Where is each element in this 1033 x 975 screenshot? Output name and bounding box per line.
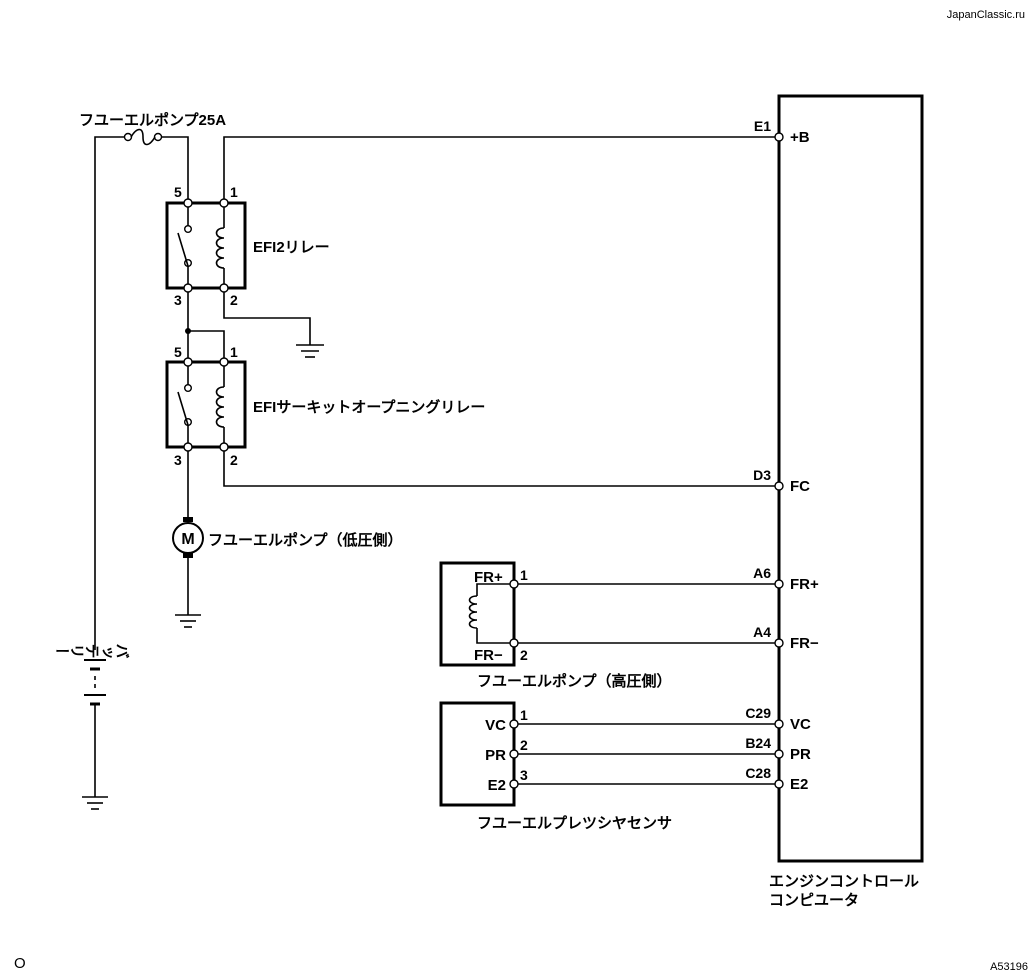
battery-symbol (84, 659, 106, 706)
battery-label: バッテリー (55, 642, 130, 659)
ecu-pin-e1: E1 (754, 118, 771, 134)
ecu-signal-pr: PR (790, 746, 811, 763)
hp-pump-pin-2: 2 (520, 647, 528, 663)
ecu-pin-c28: C28 (745, 765, 771, 781)
efi2-pin-3: 3 (174, 292, 182, 308)
sensor-pin-2: 2 (520, 737, 528, 753)
wire-plus-b (223, 136, 779, 199)
ecu-box (777, 94, 924, 863)
low-pressure-pump-label: フユーエルポンプ（低圧側） (208, 531, 403, 549)
sensor-pin-3: 3 (520, 767, 528, 783)
cor-relay-label: EFIサーキットオープニングリレー (253, 398, 485, 416)
high-pressure-pump-label: フユーエルポンプ（高圧側） (477, 672, 672, 690)
efi2-ground-icon (296, 344, 324, 358)
efi2-pin-1: 1 (230, 184, 238, 200)
efi2-pin-5: 5 (174, 184, 182, 200)
battery-feed-wire (94, 136, 189, 797)
wire-efi2-ground (223, 292, 311, 345)
figure-id: A53196 (990, 961, 1028, 973)
hp-pump-pin-1: 1 (520, 567, 528, 583)
ecu-pin-b24: B24 (745, 735, 771, 751)
cor-pin-3: 3 (174, 452, 182, 468)
ecu-pin-d3: D3 (753, 467, 771, 483)
hp-pump-terminal-fr-plus: FR+ (474, 569, 503, 586)
sensor-terminal-e2: E2 (488, 777, 506, 794)
watermark: JapanClassic.ru (947, 9, 1025, 21)
cor-pin-5: 5 (174, 344, 182, 360)
ecu-label-line1: エンジンコントロール (769, 873, 919, 890)
ecu-signal-fr-plus: FR+ (790, 576, 819, 593)
ecu-terminals (774, 132, 784, 789)
wire-fc (223, 451, 779, 487)
efi2-relay-label: EFI2リレー (253, 239, 330, 256)
ecu-pin-a6: A6 (753, 565, 771, 581)
fuel-pressure-sensor (439, 701, 519, 807)
motor-icon (172, 517, 204, 558)
ecu-pin-c29: C29 (745, 705, 771, 721)
sensor-pin-1: 1 (520, 707, 528, 723)
pressure-sensor-label: フユーエルプレツシヤセンサ (477, 815, 672, 832)
ecu-signal-fc: FC (790, 478, 810, 495)
hp-pump-terminal-fr-minus: FR− (474, 647, 503, 664)
cor-pin-1: 1 (230, 344, 238, 360)
sensor-terminal-pr: PR (485, 747, 506, 764)
ecu-signal-fr-minus: FR− (790, 635, 819, 652)
efi2-relay (165, 198, 247, 293)
ecu-signal-e2: E2 (790, 776, 808, 793)
ecu-pin-a4: A4 (753, 624, 771, 640)
wire-cor-coil-feed (188, 330, 225, 358)
sensor-terminal-vc: VC (485, 717, 506, 734)
fuse-label: フユーエルポンプ25A (79, 111, 226, 129)
cor-pin-2: 2 (230, 452, 238, 468)
ecu-signal-vc: VC (790, 716, 811, 733)
fuse-symbol (123, 128, 163, 146)
ecu-label-line2: コンピユータ (769, 892, 859, 909)
pump-ground-icon (175, 614, 201, 628)
efi2-pin-2: 2 (230, 292, 238, 308)
circuit-opening-relay (165, 357, 247, 452)
ecu-signal-plus-b: +B (790, 129, 810, 146)
page-mark: O (14, 955, 26, 972)
battery-ground-icon (82, 796, 108, 810)
motor-symbol: M (181, 531, 194, 548)
high-pressure-pump (439, 561, 519, 667)
